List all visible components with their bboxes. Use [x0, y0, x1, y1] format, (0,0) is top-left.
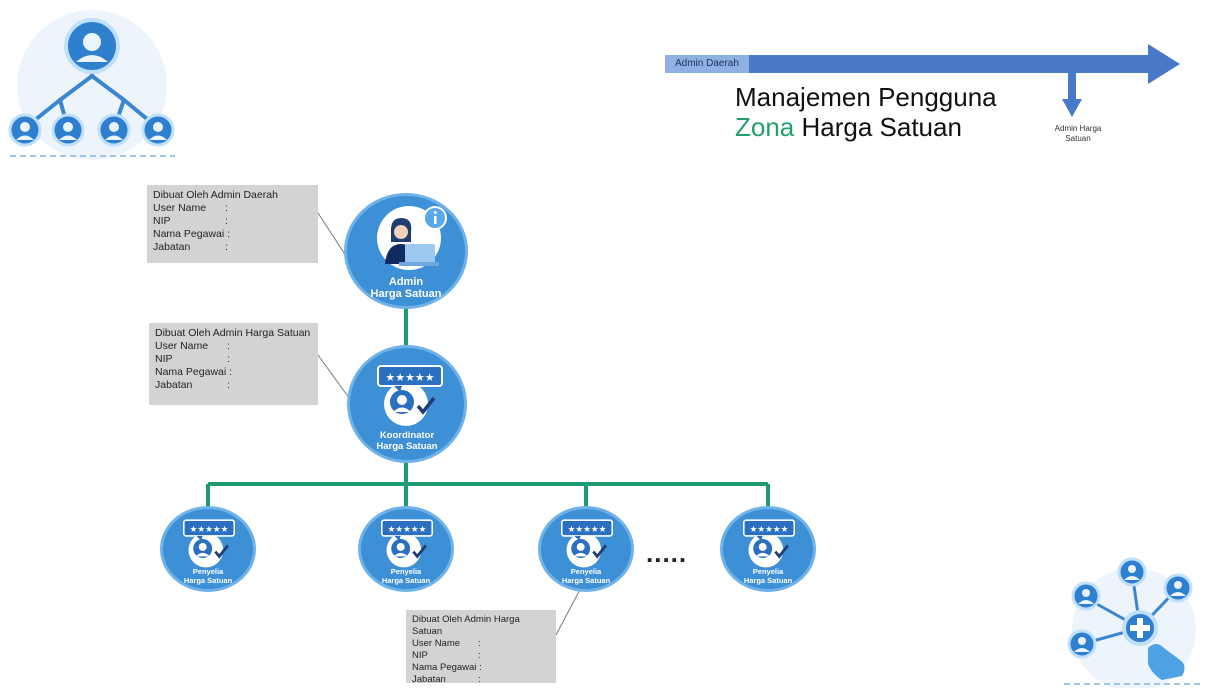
- org-chart-icon: [8, 10, 175, 160]
- svg-text:★★★★★: ★★★★★: [750, 525, 789, 535]
- svg-text:★★★★★: ★★★★★: [190, 525, 229, 535]
- flow-arrow-head: [1148, 44, 1180, 84]
- info-box-koordinator: Dibuat Oleh Admin Harga Satuan User Name…: [149, 323, 318, 405]
- flow-to-label: Admin Harga Satuan: [1054, 124, 1102, 143]
- info-row-jabatan: Jabatan:: [412, 674, 481, 685]
- title-rest: Harga Satuan: [794, 112, 962, 142]
- info-box-penyelia: Dibuat Oleh Admin Harga Satuan User Name…: [406, 610, 556, 685]
- info-row-jabatan: Jabatan:: [155, 379, 230, 391]
- info-row-nip: NIP:: [155, 353, 230, 365]
- info-row-nama: Nama Pegawai :: [155, 366, 233, 378]
- rating-review-icon: ★★★★★: [743, 519, 795, 568]
- admin-user-icon: [377, 206, 447, 270]
- rating-review-icon: ★★★★★: [183, 519, 235, 568]
- info-row-username: User Name:: [153, 202, 228, 214]
- info-row-username: User Name:: [412, 638, 481, 649]
- info-created-by: Dibuat Oleh Admin Daerah: [153, 189, 278, 201]
- rating-review-icon: ★★★★★: [561, 519, 613, 568]
- flow-arrow: [665, 55, 1150, 73]
- info-created-by: Dibuat Oleh Admin Harga Satuan: [155, 327, 311, 339]
- flow-down-arrow-head: [1062, 99, 1082, 117]
- page-subtitle: Zona Harga Satuan: [735, 112, 962, 143]
- network-add-icon: [1064, 557, 1202, 688]
- info-row-jabatan: Jabatan:: [153, 241, 228, 253]
- more-nodes-ellipsis: .....: [646, 538, 688, 568]
- info-box-admin: Dibuat Oleh Admin Daerah User Name: NIP:…: [147, 185, 318, 263]
- info-row-nip: NIP:: [412, 650, 481, 661]
- flow-from-label: Admin Daerah: [665, 55, 749, 73]
- info-row-nama: Nama Pegawai :: [153, 228, 231, 240]
- info-row-username: User Name:: [155, 340, 230, 352]
- flow-down-arrow: [1068, 73, 1076, 101]
- title-accent: Zona: [735, 112, 795, 142]
- svg-text:★★★★★: ★★★★★: [568, 525, 607, 535]
- rating-review-icon: ★★★★★: [381, 519, 433, 568]
- svg-text:★★★★★: ★★★★★: [388, 525, 427, 535]
- rating-review-icon: ★★★★★: [377, 365, 443, 426]
- info-row-nip: NIP:: [153, 215, 228, 227]
- svg-text:★★★★★: ★★★★★: [385, 371, 434, 384]
- info-row-nama: Nama Pegawai :: [412, 662, 482, 673]
- page-title: Manajemen Pengguna: [735, 82, 997, 112]
- info-created-by: Dibuat Oleh Admin Harga Satuan: [412, 614, 520, 637]
